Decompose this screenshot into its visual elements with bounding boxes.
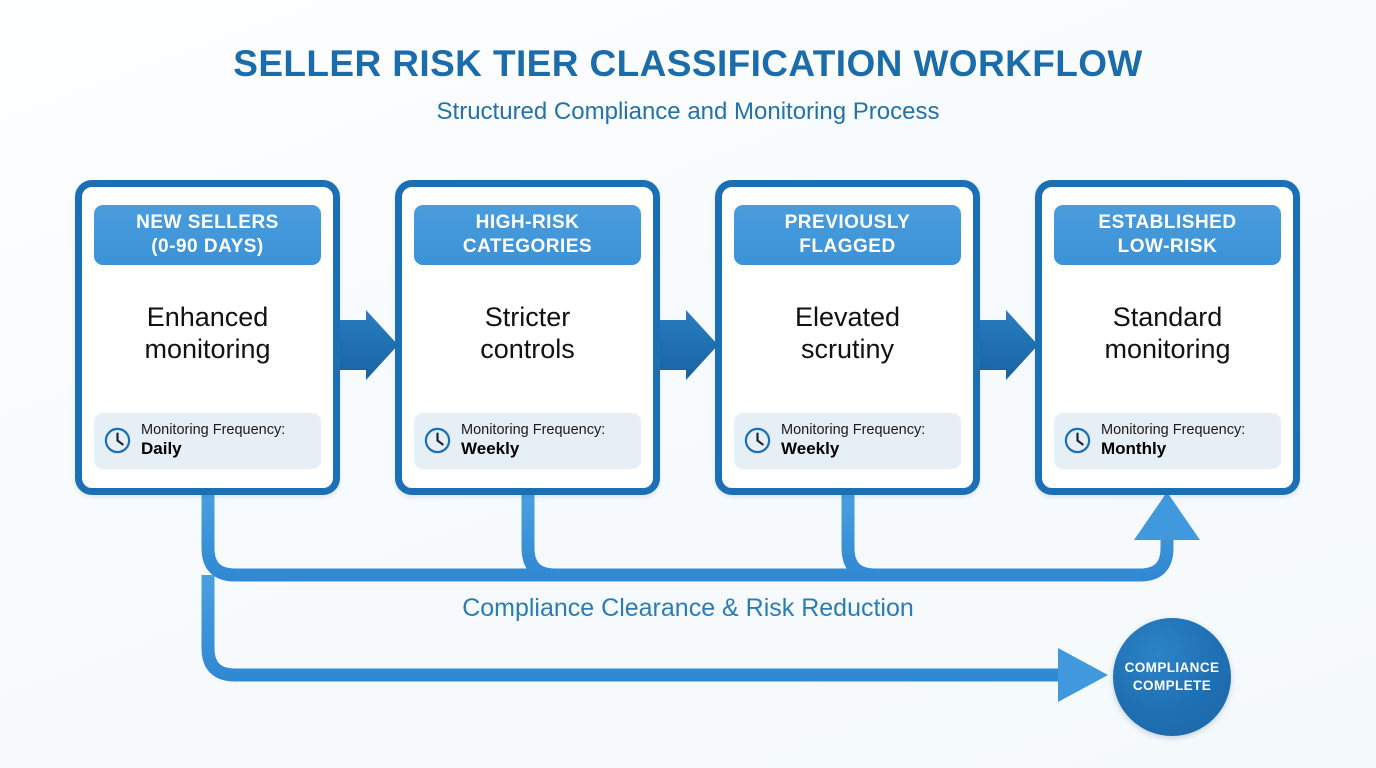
monitoring-frequency-chip: Monitoring Frequency: Weekly	[734, 412, 961, 469]
clock-icon	[104, 428, 131, 454]
chip-label: Monitoring Frequency:	[781, 421, 926, 438]
stage-card-established-low-risk[interactable]: ESTABLISHED LOW-RISK Standard monitoring…	[1035, 180, 1300, 495]
terminal-node-label: COMPLIANCE COMPLETE	[1124, 660, 1220, 693]
clock-icon	[424, 428, 451, 454]
page-subtitle: Structured Compliance and Monitoring Pro…	[436, 97, 940, 125]
chip-text-group: Monitoring Frequency: Weekly	[781, 422, 925, 460]
stage-body-label: Enhanced monitoring	[144, 302, 271, 364]
feedback-loop-lower-arrowhead	[1058, 648, 1108, 702]
stage-card-high-risk-categories[interactable]: HIGH-RISK CATEGORIES Stricter controls M…	[395, 180, 660, 495]
forward-arrow-3-to-4	[976, 310, 1038, 380]
feedback-loop-upper	[201, 495, 1174, 582]
chip-label: Monitoring Frequency:	[1101, 421, 1246, 438]
chip-value: Daily	[141, 439, 182, 459]
stage-card-previously-flagged[interactable]: PREVIOUSLY FLAGGED Elevated scrutiny Mon…	[715, 180, 980, 495]
feedback-loop-upper-arrowhead	[1134, 492, 1200, 540]
stage-body-label: Standard monitoring	[1104, 302, 1231, 364]
monitoring-frequency-chip: Monitoring Frequency: Monthly	[1054, 412, 1281, 469]
forward-arrow-1-to-2	[336, 310, 398, 380]
monitoring-frequency-chip: Monitoring Frequency: Daily	[94, 412, 321, 469]
chip-value: Weekly	[781, 439, 840, 459]
chip-text-group: Monitoring Frequency: Weekly	[461, 422, 605, 460]
stage-body: Enhanced monitoring	[82, 265, 333, 413]
stage-body-label: Stricter controls	[480, 302, 575, 364]
page-title: SELLER RISK TIER CLASSIFICATION WORKFLOW	[233, 43, 1143, 84]
forward-arrow-2-to-3	[656, 310, 718, 380]
monitoring-frequency-chip: Monitoring Frequency: Weekly	[414, 412, 641, 469]
stage-body: Stricter controls	[402, 265, 653, 413]
stage-header-label: HIGH-RISK CATEGORIES	[414, 205, 641, 265]
chip-label: Monitoring Frequency:	[141, 421, 286, 438]
chip-label: Monitoring Frequency:	[461, 421, 606, 438]
chip-text-group: Monitoring Frequency: Daily	[141, 422, 285, 460]
chip-value: Monthly	[1101, 439, 1167, 459]
stage-body: Elevated scrutiny	[722, 265, 973, 413]
clock-icon	[744, 428, 771, 454]
chip-value: Weekly	[461, 439, 520, 459]
stage-card-new-sellers[interactable]: NEW SELLERS (0-90 DAYS) Enhanced monitor…	[75, 180, 340, 495]
stage-body: Standard monitoring	[1042, 265, 1293, 413]
chip-text-group: Monitoring Frequency: Monthly	[1101, 422, 1245, 460]
stage-header-label: NEW SELLERS (0-90 DAYS)	[94, 205, 321, 265]
feedback-loop-lower	[201, 575, 1062, 682]
page-header: SELLER RISK TIER CLASSIFICATION WORKFLOW…	[0, 0, 1376, 125]
stage-header-label: ESTABLISHED LOW-RISK	[1054, 205, 1281, 265]
terminal-node-compliance-complete[interactable]: COMPLIANCE COMPLETE	[1113, 618, 1231, 736]
stage-body-label: Elevated scrutiny	[794, 302, 901, 364]
clock-icon	[1064, 428, 1091, 454]
stage-header-label: PREVIOUSLY FLAGGED	[734, 205, 961, 265]
